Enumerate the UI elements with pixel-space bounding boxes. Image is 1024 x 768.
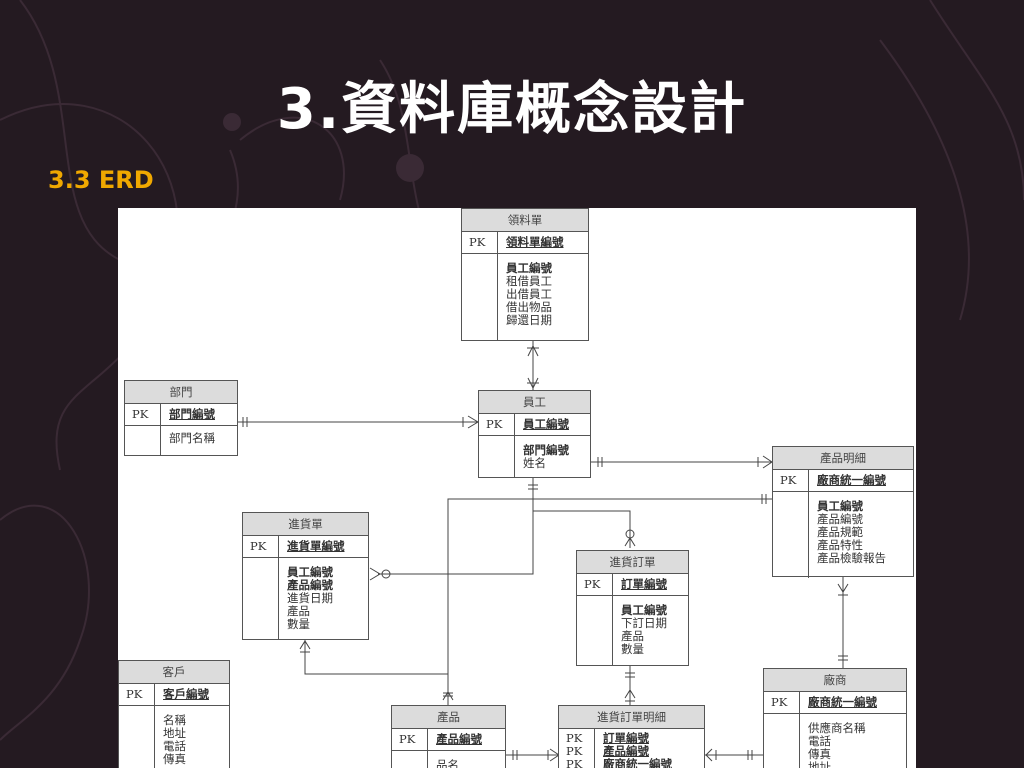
attribute: 租借員工 — [506, 274, 552, 288]
attribute: 借出物品 — [506, 300, 552, 314]
attribute: 姓名 — [523, 456, 546, 470]
primary-key: 領料單編號 — [506, 235, 564, 249]
attribute: 下訂日期 — [621, 616, 667, 630]
entity-name: 領料單 — [462, 209, 588, 232]
attribute: 產品檢驗報告 — [817, 551, 886, 565]
attribute: 數量 — [287, 617, 310, 631]
attribute: 出借員工 — [506, 287, 552, 301]
primary-key: 員工編號 — [523, 417, 569, 431]
entity-name: 部門 — [125, 381, 237, 404]
primary-key: 廠商統一編號 — [603, 757, 672, 768]
pk-label: PK — [566, 744, 583, 758]
attribute: 地址 — [808, 760, 831, 768]
attribute: 電話 — [163, 739, 186, 753]
pk-label: PK — [462, 232, 498, 253]
attribute: 歸還日期 — [506, 313, 552, 327]
erd-relationship-lines — [236, 341, 849, 762]
attribute: 數量 — [621, 642, 644, 656]
attribute: 員工編號 — [506, 261, 552, 275]
entity-name: 產品明細 — [773, 447, 913, 470]
pk-label: PK — [773, 470, 809, 491]
pk-label: PK — [479, 414, 515, 435]
primary-key: 進貨單編號 — [287, 539, 345, 553]
attribute: 產品規範 — [817, 525, 863, 539]
entity-jinhuodan: 進貨單 PK 進貨單編號 員工編號 產品編號 進貨日期 產品 數量 — [242, 512, 369, 640]
entity-name: 產品 — [392, 706, 505, 729]
attribute: 產品編號 — [817, 512, 863, 526]
entity-name: 廠商 — [764, 669, 906, 692]
attribute: 部門編號 — [523, 443, 569, 457]
attribute: 員工編號 — [287, 565, 333, 579]
pk-label: PK — [566, 757, 583, 768]
entity-jinhuoddmx: 進貨訂單明細 PK PK PK 訂單編號 產品編號 廠商統一編號 — [558, 705, 705, 768]
primary-key: 客戶編號 — [163, 687, 209, 701]
slide-subtitle: 3.3 ERD — [48, 166, 154, 194]
attribute: 品名 — [436, 758, 459, 768]
rel-jinhuodan-yuangong — [378, 499, 534, 575]
attribute: 傳真 — [163, 752, 186, 766]
attribute: 進貨日期 — [287, 591, 333, 605]
primary-key: 廠商統一編號 — [808, 695, 877, 709]
attribute: 員工編號 — [621, 603, 667, 617]
primary-key: 廠商統一編號 — [817, 473, 886, 487]
entity-changshang: 廠商 PK 廠商統一編號 供應商名稱 電話 傳真 地址 — [763, 668, 907, 768]
pk-label: PK — [577, 574, 613, 595]
attribute: 部門名稱 — [169, 431, 215, 445]
attribute: 供應商名稱 — [808, 721, 866, 735]
attribute: 產品 — [287, 604, 310, 618]
attribute: 員工編號 — [817, 499, 863, 513]
pk-label: PK — [764, 692, 800, 713]
attribute: 名稱 — [163, 713, 186, 727]
primary-key: 訂單編號 — [603, 731, 649, 745]
pk-label: PK — [125, 404, 161, 425]
entity-name: 員工 — [479, 391, 590, 414]
attribute: 傳真 — [808, 747, 831, 761]
primary-key: 部門編號 — [169, 407, 215, 421]
erd-canvas: 領料單 PK 領料單編號 員工編號 租借員工 出借員工 借出物品 歸還日期 部門… — [118, 208, 916, 768]
entity-name: 客戶 — [119, 661, 229, 684]
attribute: 地址 — [163, 726, 186, 740]
primary-key: 產品編號 — [603, 744, 649, 758]
pk-label: PK — [392, 729, 428, 750]
slide-title: 3.資料庫概念設計 — [276, 77, 748, 142]
attribute: 產品 — [621, 629, 644, 643]
entity-jinhuodd: 進貨訂單 PK 訂單編號 員工編號 下訂日期 產品 數量 — [576, 550, 689, 666]
pk-label: PK — [566, 731, 583, 745]
attribute: 產品特性 — [817, 538, 863, 552]
entity-bumen: 部門 PK 部門編號 部門名稱 — [124, 380, 238, 456]
attribute: 電話 — [808, 734, 831, 748]
entity-chanpinmx: 產品明細 PK 廠商統一編號 員工編號 產品編號 產品規範 產品特性 產品檢驗報… — [772, 446, 914, 578]
entity-name: 進貨訂單 — [577, 551, 688, 574]
entity-name: 進貨單 — [243, 513, 368, 536]
pk-label: PK — [243, 536, 279, 557]
entity-yuangong: 員工 PK 員工編號 部門編號 姓名 — [478, 390, 591, 478]
entity-chanpin: 產品 PK 產品編號 品名 — [391, 705, 506, 768]
primary-key: 訂單編號 — [621, 577, 667, 591]
pk-label: PK — [119, 684, 155, 705]
primary-key: 產品編號 — [436, 732, 482, 746]
attribute: 產品編號 — [287, 578, 333, 592]
entity-name: 進貨訂單明細 — [559, 706, 704, 729]
entity-kehu: 客戶 PK 客戶編號 名稱 地址 電話 傳真 — [118, 660, 230, 768]
entity-lingliao: 領料單 PK 領料單編號 員工編號 租借員工 出借員工 借出物品 歸還日期 — [461, 208, 589, 341]
